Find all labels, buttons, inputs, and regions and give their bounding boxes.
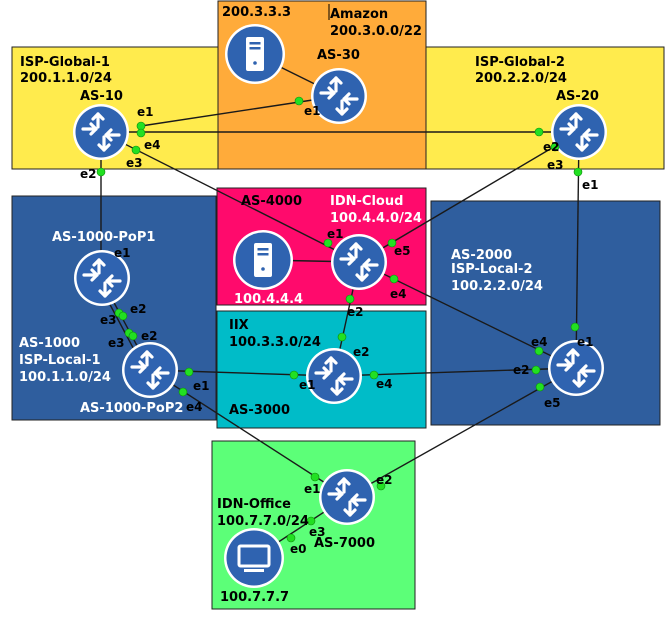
as7000-label: AS-7000: [314, 536, 375, 551]
isp-local-2-name: ISP-Local-2: [451, 262, 533, 277]
port-label: e2: [80, 167, 97, 181]
port-label: e1: [193, 379, 210, 393]
amazon-ip-label: 200.3.3.3: [222, 5, 291, 20]
iix-net: 100.3.3.0/24: [229, 335, 321, 350]
router-idn-cloud-icon[interactable]: [329, 232, 389, 292]
port-label: e1: [327, 227, 344, 241]
amazon-name-label: Amazon: [330, 7, 388, 22]
port-labels: e1 e1 e4 e3 e2 e2 e3 e1 e1 e2 e3 e3 e2 e…: [80, 104, 599, 556]
port-label: e3: [100, 313, 117, 327]
port-label: e2: [347, 305, 364, 319]
as10-label: AS-10: [80, 89, 123, 104]
isp-global-2-name: ISP-Global-2: [475, 55, 565, 70]
as30-label: AS-30: [317, 48, 360, 63]
port-label: e3: [547, 158, 564, 172]
port-label: e1: [304, 482, 321, 496]
port-label: e1: [137, 105, 154, 119]
port-label: e4: [531, 335, 548, 349]
as2000-label: AS-2000: [451, 248, 512, 263]
amazon-net-label: 200.3.0.0/22: [330, 24, 422, 39]
port-dots: [96, 96, 583, 543]
idn-cloud-net: 100.4.4.0/24: [330, 211, 422, 226]
router-as10-icon[interactable]: [71, 102, 131, 162]
port-label: e2: [353, 345, 370, 359]
isp-global-2-net: 200.2.2.0/24: [475, 71, 567, 86]
isp-local-1-name: ISP-Local-1: [19, 353, 101, 368]
router-as2000-icon[interactable]: [546, 338, 606, 398]
port-label: e1: [577, 335, 594, 349]
port-label: e3: [309, 525, 326, 539]
port-label: e4: [390, 287, 407, 301]
as1000-label: AS-1000: [19, 336, 80, 351]
port-label: e3: [108, 336, 125, 350]
port-label: e1: [114, 246, 131, 260]
idn-cloud-name: IDN-Cloud: [330, 194, 403, 209]
as20-label: AS-20: [556, 89, 599, 104]
cloud-server-ip: 100.4.4.4: [234, 292, 303, 307]
isp-local-1-net: 100.1.1.0/24: [19, 370, 111, 385]
port-label: e2: [513, 363, 530, 377]
isp-global-1-name: ISP-Global-1: [20, 55, 110, 70]
office-pc-ip: 100.7.7.7: [220, 590, 289, 605]
port-label: e1: [304, 104, 321, 118]
port-label: e5: [394, 244, 411, 258]
port-label: e2: [376, 473, 393, 487]
iix-name: IIX: [229, 318, 249, 333]
router-as7000-icon[interactable]: [317, 467, 377, 527]
idn-office-net: 100.7.7.0/24: [217, 514, 309, 529]
region-isp-global-2: [419, 46, 665, 170]
port-label: e2: [543, 140, 560, 154]
region-isp-local-2: [430, 200, 661, 426]
port-label: e4: [376, 377, 393, 391]
cloud-server-icon[interactable]: [233, 230, 293, 290]
port-label: e3: [126, 156, 143, 170]
office-pc-icon[interactable]: [222, 526, 286, 590]
pop2-label: AS-1000-PoP2: [80, 401, 183, 416]
port-label: e4: [144, 138, 161, 152]
pop1-label: AS-1000-PoP1: [52, 230, 155, 245]
region-isp-local-1: [11, 195, 217, 421]
port-label: e2: [130, 302, 147, 316]
port-label: e2: [141, 329, 158, 343]
port-label: e4: [186, 400, 203, 414]
amazon-server-icon[interactable]: [225, 24, 285, 84]
router-pop2-icon[interactable]: [120, 340, 180, 400]
idn-office-name: IDN-Office: [217, 497, 291, 512]
port-label: e1: [299, 378, 316, 392]
port-label: e1: [582, 178, 599, 192]
as4000-label: AS-4000: [241, 194, 302, 209]
port-label: e0: [290, 542, 307, 556]
isp-global-1-net: 200.1.1.0/24: [20, 71, 112, 86]
as3000-label: AS-3000: [229, 403, 290, 418]
port-label: e5: [544, 396, 561, 410]
isp-local-2-net: 100.2.2.0/24: [451, 279, 543, 294]
